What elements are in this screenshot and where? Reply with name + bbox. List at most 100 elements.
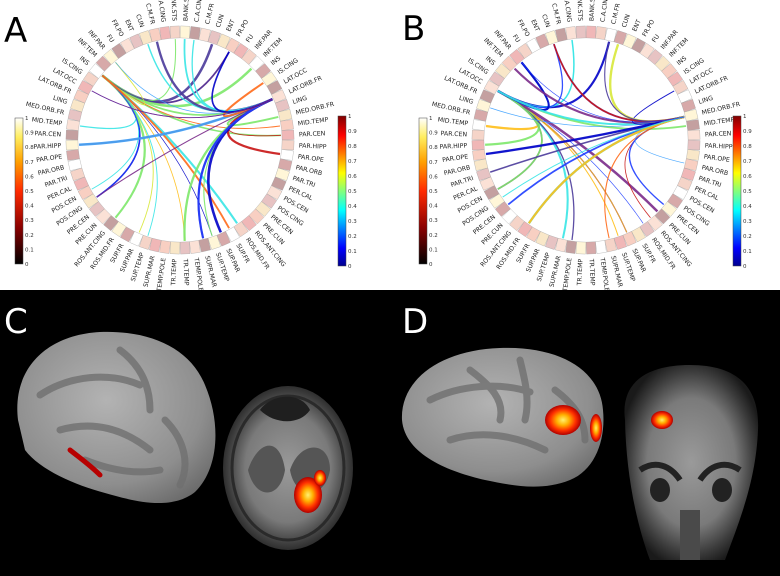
ring-segment: [545, 235, 559, 250]
ring-segment: [472, 119, 486, 131]
ring-segment: [489, 193, 505, 209]
region-label: SUPR.MAR: [549, 254, 563, 288]
ring-segment: [661, 63, 677, 79]
ring-segment: [248, 55, 265, 72]
region-label: ENT: [225, 18, 236, 32]
ring-segment: [198, 27, 211, 43]
colorbar-tick: 0.6: [743, 174, 752, 180]
region-label: C.A.CING: [193, 0, 204, 23]
panel-d-activation-mri: [651, 411, 673, 429]
ring-segment: [681, 167, 696, 181]
panel-b-chords: [485, 39, 687, 241]
panel-d-letter: D: [402, 302, 428, 342]
panel-a-ring: [65, 25, 295, 255]
region-label: TEMP.POLE: [192, 256, 204, 291]
region-label: PAR.ORB: [701, 164, 729, 177]
colorbar-tick: 0.8: [743, 144, 752, 150]
ring-segment: [179, 241, 191, 255]
region-label: SUPR.MAR: [203, 255, 217, 289]
region-label: CUN: [134, 13, 145, 28]
region-label: FU: [651, 33, 661, 44]
region-label: CUN: [215, 13, 226, 28]
connection-chord: [528, 115, 685, 224]
ring-segment: [595, 240, 607, 254]
connection-chord: [502, 116, 685, 198]
ring-segment: [225, 226, 240, 243]
region-label: PAR.CEN: [705, 130, 732, 138]
region-label: PAR.OPE: [36, 153, 63, 164]
panel-c-brain-images: C: [0, 290, 390, 576]
ring-segment: [683, 109, 699, 122]
region-label: PAR.CEN: [299, 130, 326, 138]
ring-segment: [281, 129, 295, 141]
ring-segment: [639, 221, 655, 237]
panel-b-colorbar-left: 00.10.20.30.40.50.60.70.80.91: [418, 116, 438, 268]
ring-segment: [686, 149, 700, 161]
ring-segment: [631, 226, 646, 243]
ring-segment: [189, 26, 201, 40]
region-label: FU: [105, 33, 115, 44]
ring-segment: [65, 139, 79, 151]
ring-segment: [555, 237, 568, 253]
ring-segment: [111, 43, 127, 59]
ring-segment: [179, 25, 191, 39]
colorbar-tick: 0.9: [348, 129, 357, 135]
ring-segment: [526, 37, 541, 54]
ring-segment: [545, 30, 559, 45]
ring-segment: [483, 185, 500, 200]
ring-segment: [67, 158, 83, 171]
region-label: C.M.FR: [204, 2, 216, 25]
region-label: MID.TEMP: [703, 116, 735, 127]
colorbar-tick: 1: [25, 116, 29, 122]
ring-segment: [479, 89, 495, 104]
region-label: PAR.OPE: [442, 153, 469, 164]
region-label: TEMP.POLE: [562, 257, 574, 292]
ring-segment: [476, 99, 491, 113]
region-label: ENT: [631, 18, 642, 32]
region-label: TR.TEMP: [170, 259, 178, 287]
panel-b-ring: [471, 25, 701, 255]
colorbar-tick: 0.5: [429, 189, 438, 195]
colorbar-tick: 0.5: [348, 189, 357, 195]
region-label: C.M.FR: [610, 2, 622, 25]
ring-segment: [120, 226, 135, 243]
colorbar-tick: 0: [429, 262, 433, 268]
region-label: LING: [458, 95, 474, 106]
colorbar-tick: 1: [743, 114, 747, 120]
ring-segment: [677, 89, 693, 104]
connection-chord: [604, 116, 685, 239]
panel-a-colorbar-right: 00.10.20.30.40.50.60.70.80.91: [337, 114, 357, 270]
ring-segment: [517, 221, 533, 237]
ring-segment: [280, 149, 294, 161]
connection-chord: [101, 51, 230, 104]
region-label: SUPR.MAR: [609, 255, 623, 289]
ring-segment: [266, 185, 283, 200]
connection-chord: [521, 62, 685, 123]
ring-segment: [70, 99, 85, 113]
ring-segment: [95, 208, 112, 225]
ring-segment: [501, 55, 518, 72]
ring-segment: [489, 71, 505, 87]
ring-segment: [471, 139, 485, 151]
ring-segment: [526, 226, 541, 243]
colorbar-tick: 0.2: [743, 234, 752, 240]
ring-segment: [159, 240, 171, 254]
ring-segment: [77, 185, 94, 200]
ring-segment: [509, 215, 525, 231]
ring-segment: [149, 27, 162, 43]
ring-segment: [139, 30, 153, 45]
panel-a-chords: [79, 39, 281, 241]
ring-segment: [241, 215, 257, 231]
colorbar-tick: 0.9: [429, 131, 438, 137]
region-label: SUPR.MAR: [143, 254, 157, 288]
region-label: BANK.STS: [589, 0, 597, 21]
region-label: MID.TEMP: [31, 116, 63, 127]
ring-segment: [275, 167, 290, 181]
region-label: PAR.HIPP: [439, 142, 467, 150]
panel-d-inflated-hemisphere: [401, 347, 604, 487]
panel-d-activation-cortex: [545, 405, 581, 435]
region-label: PAR.OPE: [703, 153, 730, 164]
region-label: BANK.STS: [169, 0, 177, 21]
